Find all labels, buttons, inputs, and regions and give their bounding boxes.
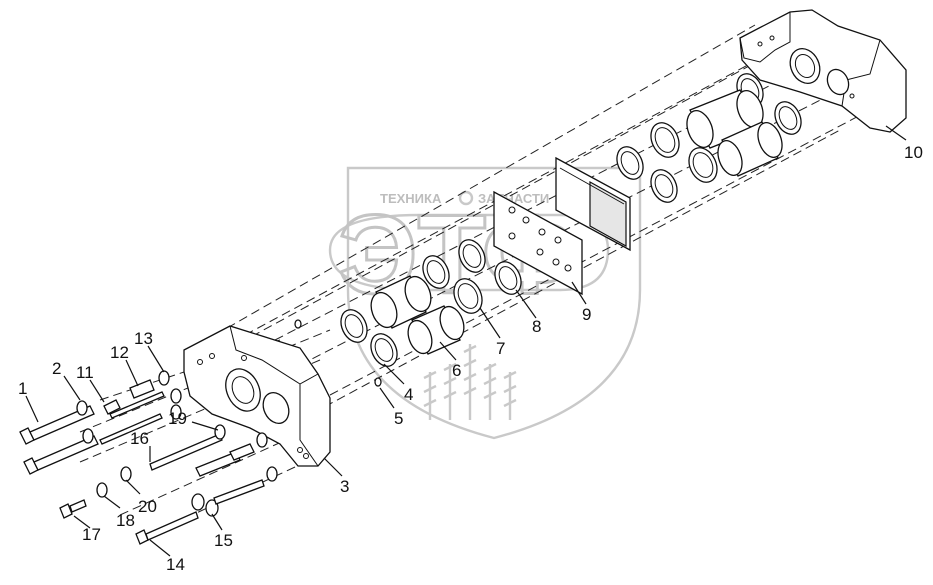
callout-9: 9 (582, 305, 591, 324)
callout-1: 1 (18, 379, 27, 398)
callout-2: 2 (52, 359, 61, 378)
callout-18: 18 (116, 511, 135, 530)
watermark-left-word: ТЕХНИКА (380, 191, 442, 206)
callout-19: 19 (168, 409, 187, 428)
callout-8: 8 (532, 317, 541, 336)
front-housing-part (183, 325, 331, 467)
callout-12: 12 (110, 343, 129, 362)
callout-14: 14 (166, 555, 185, 574)
callout-13: 13 (134, 329, 153, 348)
far-housing-part (739, 9, 907, 133)
callout-17: 17 (82, 525, 101, 544)
right-ring-set (616, 73, 802, 203)
callout-3: 3 (340, 477, 349, 496)
callout-5: 5 (394, 409, 403, 428)
gasket-part (493, 190, 583, 296)
callout-15: 15 (214, 531, 233, 550)
callout-10: 10 (904, 143, 923, 162)
callout-numbers: 1 2 3 4 5 6 7 8 9 10 11 12 13 14 15 16 1… (18, 143, 923, 574)
callout-20: 20 (138, 497, 157, 516)
back-plate-part (555, 156, 631, 252)
leader-lines (25, 125, 907, 557)
fasteners (19, 370, 278, 545)
wheat-icon (423, 344, 517, 420)
callout-11: 11 (76, 363, 94, 382)
callout-7: 7 (496, 339, 505, 358)
callout-6: 6 (452, 361, 461, 380)
middle-ring-set (294, 239, 522, 387)
watermark-shield (346, 166, 642, 440)
gear-icon (458, 190, 474, 206)
callout-16: 16 (130, 429, 149, 448)
watermark-oval (328, 213, 610, 292)
callout-4: 4 (404, 385, 413, 404)
